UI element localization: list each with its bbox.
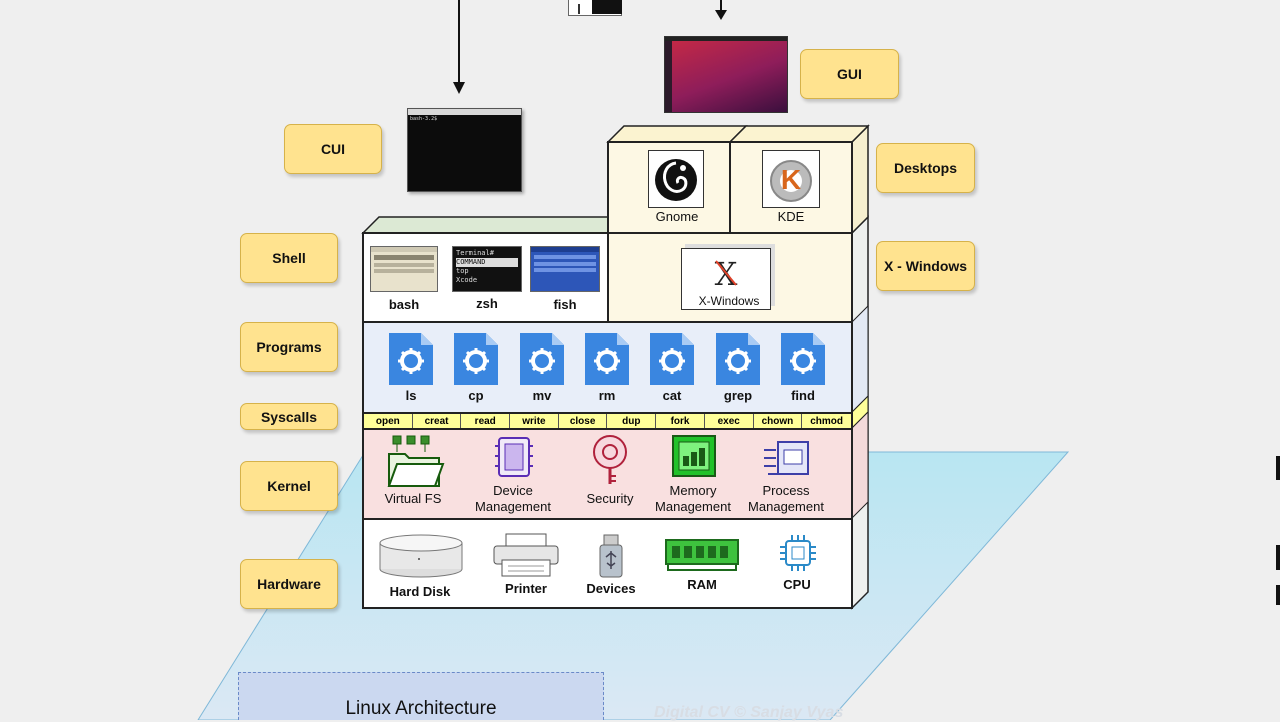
x-logo-icon: X (681, 248, 771, 310)
svg-text:K: K (781, 164, 801, 195)
device-chip-icon (495, 437, 533, 477)
kernel-label-security: Security (586, 491, 634, 506)
tag-programs: Programs (240, 322, 338, 372)
kernel-label-process-2: Management (748, 499, 824, 514)
hw-label-ram: RAM (687, 577, 717, 592)
program-file-icon (518, 331, 566, 387)
kernel-label-memory-1: Memory (669, 483, 717, 498)
program-file-icon (387, 331, 435, 387)
program-label: mv (532, 388, 552, 403)
program-label: cp (468, 388, 484, 403)
program-file-icon (583, 331, 631, 387)
hw-label-printer: Printer (505, 581, 547, 596)
program-label: ls (405, 388, 417, 403)
xwindows-label: X-Windows (698, 294, 760, 308)
program-file-icon (452, 331, 500, 387)
syscall-close: close (559, 414, 608, 428)
kernel-label-memory-2: Management (655, 499, 731, 514)
shell-label-zsh: zsh (476, 296, 498, 311)
printer-icon (493, 533, 559, 577)
process-stack-icon (764, 441, 809, 475)
gnome-logo-icon (648, 150, 704, 208)
folder-tree-icon (387, 435, 445, 487)
edge-mark (1276, 456, 1280, 480)
syscall-open: open (364, 414, 413, 428)
desktop-label-gnome: Gnome (655, 209, 699, 224)
syscall-exec: exec (705, 414, 754, 428)
caption-title: Linux Architecture (345, 698, 497, 719)
hw-label-devices: Devices (586, 581, 636, 596)
kernel-label-device-1: Device (493, 483, 533, 498)
tag-hardware: Hardware (240, 559, 338, 609)
program-file-icon (779, 331, 827, 387)
program-file-icon (648, 331, 696, 387)
top-fragment (568, 0, 622, 16)
zsh-line: Terminal# (456, 249, 494, 257)
program-label: rm (598, 388, 616, 403)
edge-mark (1276, 585, 1280, 605)
program-label: grep (723, 388, 753, 403)
arrow-to-cui (453, 0, 465, 94)
syscall-chown: chown (754, 414, 803, 428)
program-label: find (791, 388, 815, 403)
terminal-prompt: bash-3.2$ (410, 116, 438, 122)
tag-desktops: Desktops (876, 143, 975, 193)
syscall-read: read (461, 414, 511, 428)
syscall-dup: dup (608, 414, 657, 428)
cui-terminal-screenshot: bash-3.2$ (407, 108, 522, 192)
fish-terminal-icon (530, 246, 600, 292)
syscall-fork: fork (656, 414, 705, 428)
cpu-icon (780, 535, 816, 571)
gui-desktop-screenshot (664, 36, 788, 113)
hw-label-hard-disk: Hard Disk (389, 584, 451, 599)
tag-shell: Shell (240, 233, 338, 283)
syscall-chmod: chmod (810, 415, 844, 427)
tag-syscalls: Syscalls (240, 403, 338, 430)
shell-label-bash: bash (388, 297, 420, 312)
kernel-label-device-2: Management (475, 499, 551, 514)
kernel-label-process-1: Process (762, 483, 810, 498)
syscall-write: write (510, 414, 559, 428)
program-file-icon (714, 331, 762, 387)
tag-kernel: Kernel (240, 461, 338, 511)
kde-logo-icon: K (762, 150, 820, 208)
edge-mark (1276, 545, 1280, 570)
watermark: Digital CV © Sanjay Vyas (654, 704, 844, 721)
memory-chip-icon (672, 435, 716, 477)
tag-cui: CUI (284, 124, 382, 174)
ram-icon (665, 539, 739, 571)
kernel-label-virtual-fs: Virtual FS (384, 491, 442, 506)
zsh-terminal-icon: Terminal# COMMAND top Xcode (452, 246, 522, 292)
zsh-line: Xcode (456, 276, 478, 284)
syscall-creat: creat (413, 414, 462, 428)
hard-disk-icon (379, 534, 463, 578)
caption-box: Linux Architecture (238, 672, 604, 720)
zsh-line: COMMAND (456, 258, 518, 267)
security-key-icon (593, 435, 627, 484)
program-label: cat (662, 388, 682, 403)
tag-x-windows: X - Windows (876, 241, 975, 291)
tag-gui: GUI (800, 49, 899, 99)
arrow-to-gui (715, 0, 727, 20)
usb-device-icon (599, 534, 623, 578)
bash-terminal-icon (370, 246, 438, 292)
shell-label-fish: fish (553, 297, 577, 312)
zsh-line: top (456, 267, 469, 275)
desktop-label-kde: KDE (777, 209, 805, 224)
hw-label-cpu: CPU (783, 577, 811, 592)
